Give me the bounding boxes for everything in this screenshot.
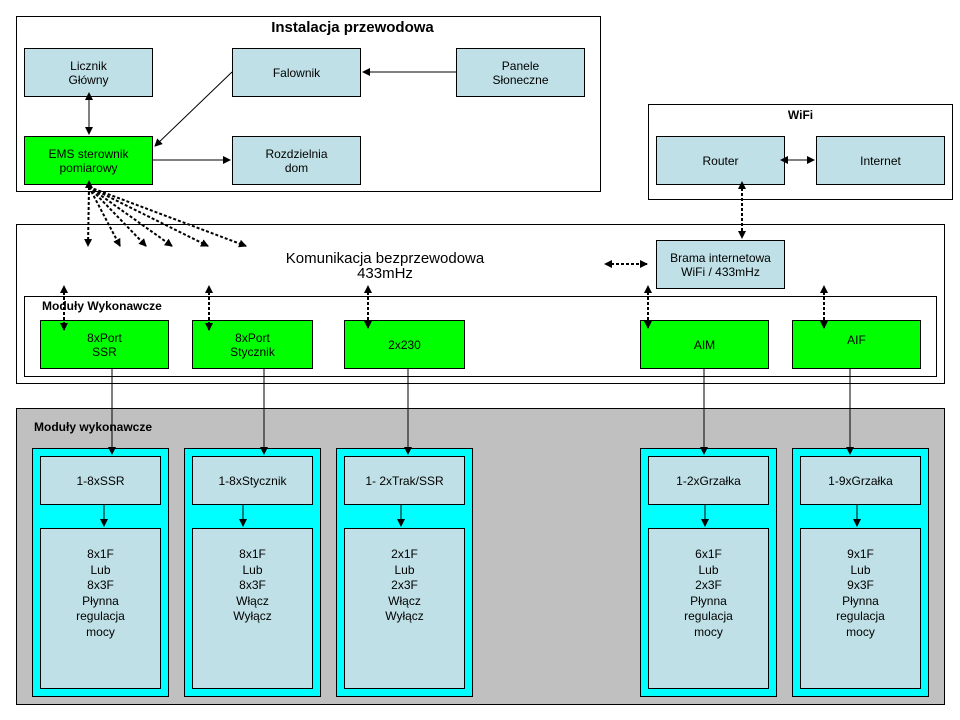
executive-modules-area <box>16 408 945 705</box>
module-8xport-stycznik: 8xPort Stycznik <box>192 320 313 369</box>
wifi-title: WiFi <box>787 108 814 122</box>
falownik-box: Falownik <box>232 48 361 97</box>
column-ssr-head: 1-8xSSR <box>40 456 161 505</box>
column-stycznik-detail: 8x1F Lub 8x3F Włącz Wyłącz <box>192 528 313 689</box>
column-grzalka-9-head: 1-9xGrzałka <box>800 456 921 505</box>
router-box: Router <box>656 136 785 185</box>
wired-installation-title: Instalacja przewodowa <box>271 19 434 36</box>
column-grzalka-2-detail: 6x1F Lub 2x3F Płynna regulacja mocy <box>648 528 769 689</box>
wireless-title: Komunikacja bezprzewodowa 433mHz <box>285 250 485 282</box>
ems-controller-box: EMS sterownik pomiarowy <box>24 136 153 185</box>
rozdzielnia-box: Rozdzielnia dom <box>232 136 361 185</box>
internet-box: Internet <box>816 136 945 185</box>
column-trak-head: 1- 2xTrak/SSR <box>344 456 465 505</box>
panele-sloneczne-box: Panele Słoneczne <box>456 48 585 97</box>
column-grzalka-9-detail: 9x1F Lub 9x3F Płynna regulacja mocy <box>800 528 921 689</box>
column-ssr-detail: 8x1F Lub 8x3F Płynna regulacja mocy <box>40 528 161 689</box>
module-8xport-ssr: 8xPort SSR <box>40 320 169 369</box>
module-aim: AIM <box>640 320 769 369</box>
module-2x230: 2x230 <box>344 320 465 369</box>
licznik-glowny-box: Licznik Główny <box>24 48 153 97</box>
column-grzalka-2-head: 1-2xGrzałka <box>648 456 769 505</box>
column-trak-detail: 2x1F Lub 2x3F Włącz Wyłącz <box>344 528 465 689</box>
wireless-modules-title: Moduły Wykonawcze <box>42 299 162 313</box>
executive-modules-title: Moduły wykonawcze <box>34 420 153 434</box>
column-stycznik-head: 1-8xStycznik <box>192 456 313 505</box>
wireless-modules-frame <box>24 296 937 377</box>
internet-gateway-box: Brama internetowa WiFi / 433mHz <box>656 240 785 289</box>
module-aif: AIF <box>792 320 921 369</box>
